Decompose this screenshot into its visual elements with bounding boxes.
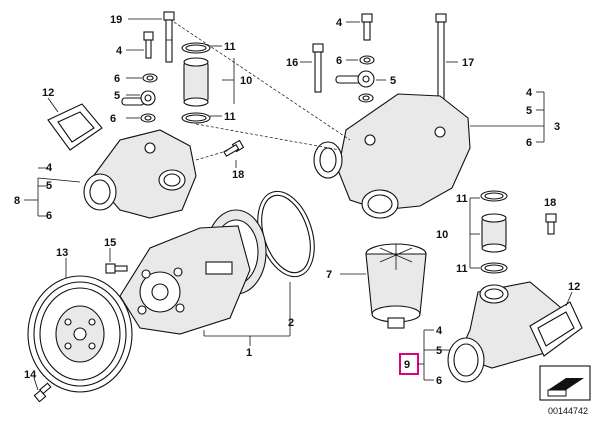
banjo-fitting-5-right <box>335 70 375 88</box>
thermostat-housing-left <box>83 129 197 219</box>
callout-17: 17 <box>462 57 474 69</box>
callout-18-right: 18 <box>544 197 556 209</box>
callout-8: 8 <box>14 195 20 207</box>
pump-gasket-2 <box>257 190 315 278</box>
callout-6-d: 6 <box>336 55 342 67</box>
thermostat-7 <box>365 243 427 329</box>
callout-10-left: 10 <box>240 75 252 87</box>
callout-5-c: 5 <box>390 75 396 87</box>
callout-6-e: 6 <box>526 137 532 149</box>
callout-14: 14 <box>24 369 37 381</box>
callout-11-lower: 11 <box>224 111 236 123</box>
callout-16: 16 <box>286 57 298 69</box>
bolt-18-right <box>545 213 557 235</box>
bolt-19 <box>163 11 175 63</box>
thermostat-housing-3 <box>313 93 471 219</box>
callout-6-f: 6 <box>436 375 442 387</box>
callout-11-d: 11 <box>456 263 468 275</box>
bolt-16 <box>312 43 324 93</box>
callout-4-e: 4 <box>436 325 443 337</box>
callout-3: 3 <box>554 121 560 133</box>
pulley-13 <box>27 275 133 393</box>
callout-12-left: 12 <box>42 87 54 99</box>
bolt-17 <box>435 13 447 133</box>
callout-4-b: 4 <box>46 162 53 174</box>
bolt-15 <box>105 263 128 274</box>
sleeve-10-right <box>481 213 507 253</box>
callout-4-d: 4 <box>526 87 533 99</box>
callout-19: 19 <box>110 14 122 26</box>
callout-6-upper: 6 <box>114 73 120 85</box>
callout-5-b: 5 <box>46 180 52 192</box>
callout-6-b: 6 <box>46 210 52 222</box>
callout-18-left: 18 <box>232 169 244 181</box>
water-pump-1 <box>119 209 267 335</box>
callout-5-left: 5 <box>114 90 120 102</box>
direction-arrow-icon <box>539 365 591 401</box>
callout-4-left: 4 <box>116 45 123 57</box>
callout-11-c: 11 <box>456 193 468 205</box>
callout-15: 15 <box>104 237 116 249</box>
bolt-4-left <box>143 31 154 59</box>
bolt-4-right <box>361 13 373 41</box>
callout-12-right: 12 <box>568 281 580 293</box>
callout-5-e: 5 <box>436 345 442 357</box>
gasket-12-left <box>47 103 103 151</box>
callout-9: 9 <box>404 359 410 371</box>
bolt-18-left <box>223 139 245 157</box>
bolt-14 <box>33 382 52 403</box>
banjo-fitting-5-left <box>121 90 156 106</box>
callout-1: 1 <box>246 347 252 359</box>
callout-4-c: 4 <box>336 17 343 29</box>
callout-5-d: 5 <box>526 105 532 117</box>
document-id: 00144742 <box>548 406 588 416</box>
callout-10-right: 10 <box>436 229 448 241</box>
callout-13: 13 <box>56 247 68 259</box>
callout-11-upper: 11 <box>224 41 236 53</box>
callout-6-lower: 6 <box>110 113 116 125</box>
gasket-12-right <box>529 301 583 357</box>
callout-7: 7 <box>326 269 332 281</box>
callout-2: 2 <box>288 317 294 329</box>
sleeve-10-left <box>183 57 209 107</box>
